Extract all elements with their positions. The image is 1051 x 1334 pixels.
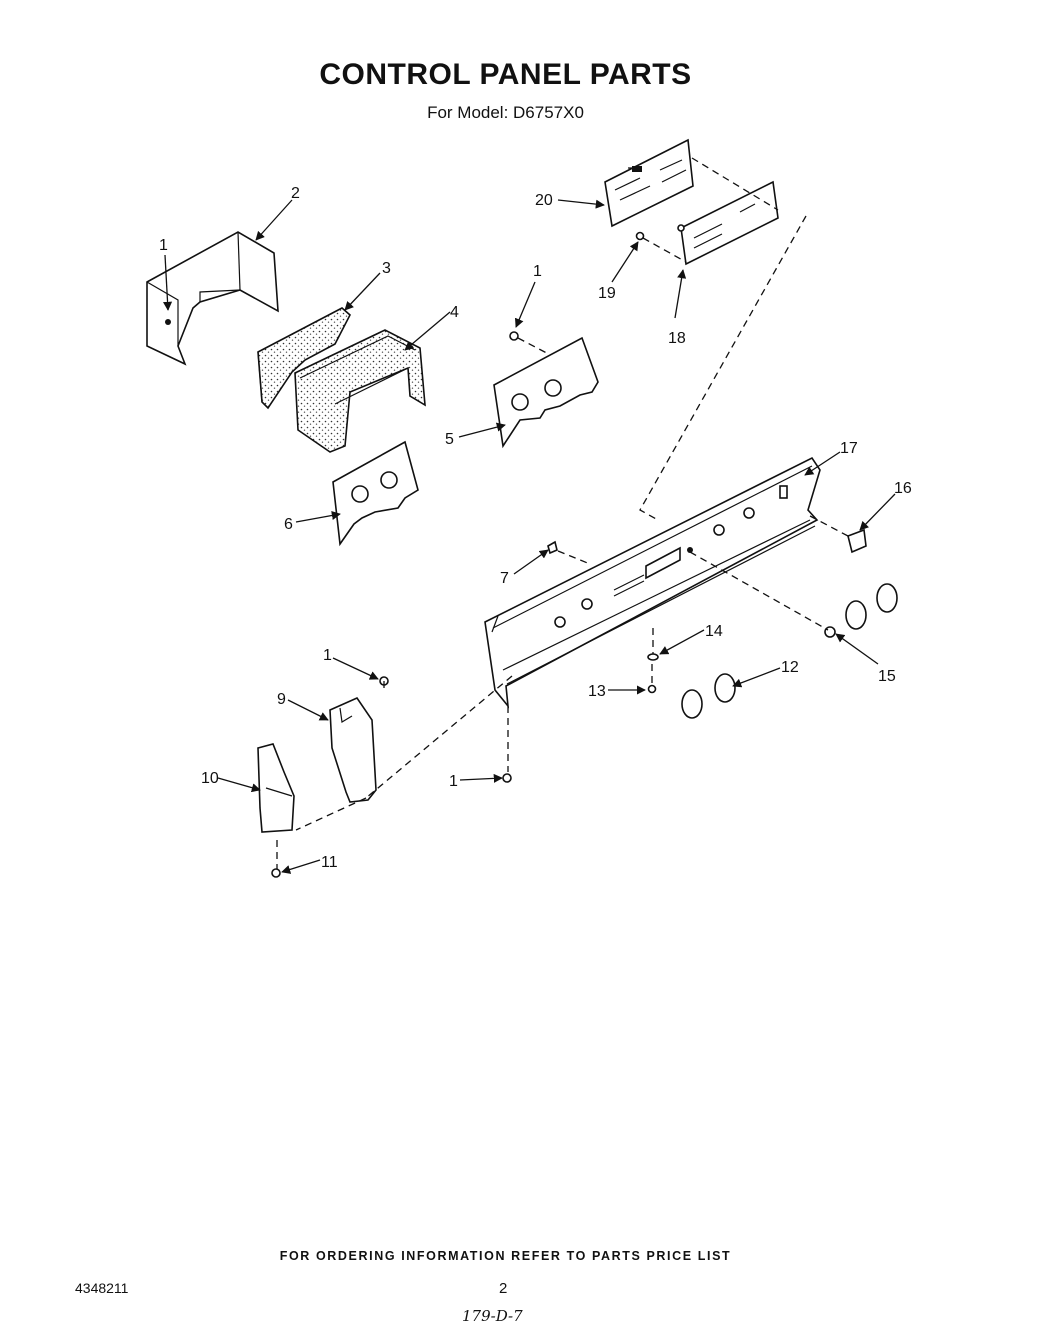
callout-17: 17 [840,440,858,457]
page-title: CONTROL PANEL PARTS [319,58,692,91]
callout-19: 19 [598,285,616,302]
callout-4: 4 [450,304,459,321]
leader-lines [163,199,896,874]
callout-9: 9 [277,691,286,708]
assembly-line-upper [639,157,807,521]
part-18-display-board [677,180,779,266]
part-2-cover-shield [146,231,279,366]
part-10-end-cap [257,743,295,833]
part-19-screw [635,231,645,241]
part-1-screw-bottom [502,773,512,783]
callout-1-bottom: 1 [449,773,458,790]
part-9-side-bracket [329,696,377,803]
knob-set [681,583,898,719]
callout-6: 6 [284,516,293,533]
callout-2: 2 [291,185,300,202]
assembly-line-knob [689,551,829,631]
ordering-info: FOR ORDERING INFORMATION REFER TO PARTS … [279,1249,732,1263]
part-7-clip [547,540,591,565]
callout-3: 3 [382,260,391,277]
handwritten-note: 179-D-7 [462,1307,523,1325]
callout-15: 15 [878,668,896,685]
part-16-switch [809,515,867,554]
callout-13: 13 [588,683,606,700]
callout-12: 12 [781,659,799,676]
model-subtitle: For Model: D6757X0 [427,103,584,122]
assembly-line-lower [276,675,513,870]
callout-11: 11 [321,854,338,871]
callout-16: 16 [894,480,912,497]
part-6-bracket [332,440,419,547]
part-5-bracket [493,336,599,449]
document-number: 4348211 [75,1280,129,1296]
callout-14: 14 [705,623,723,640]
callout-18: 18 [668,330,686,347]
callout-1-mid: 1 [533,263,542,280]
callout-1-lowleft: 1 [323,647,332,664]
callout-20: 20 [535,192,553,209]
part-20-circuit-board [604,138,694,228]
part-14-13-grommet-screw [647,628,659,694]
callout-7: 7 [500,570,509,587]
callout-10: 10 [201,770,219,787]
part-17-control-console [484,456,821,709]
callout-1-left: 1 [159,237,168,254]
callout-5: 5 [445,431,454,448]
page-number: 2 [499,1280,508,1297]
part-11-screw [271,868,281,878]
